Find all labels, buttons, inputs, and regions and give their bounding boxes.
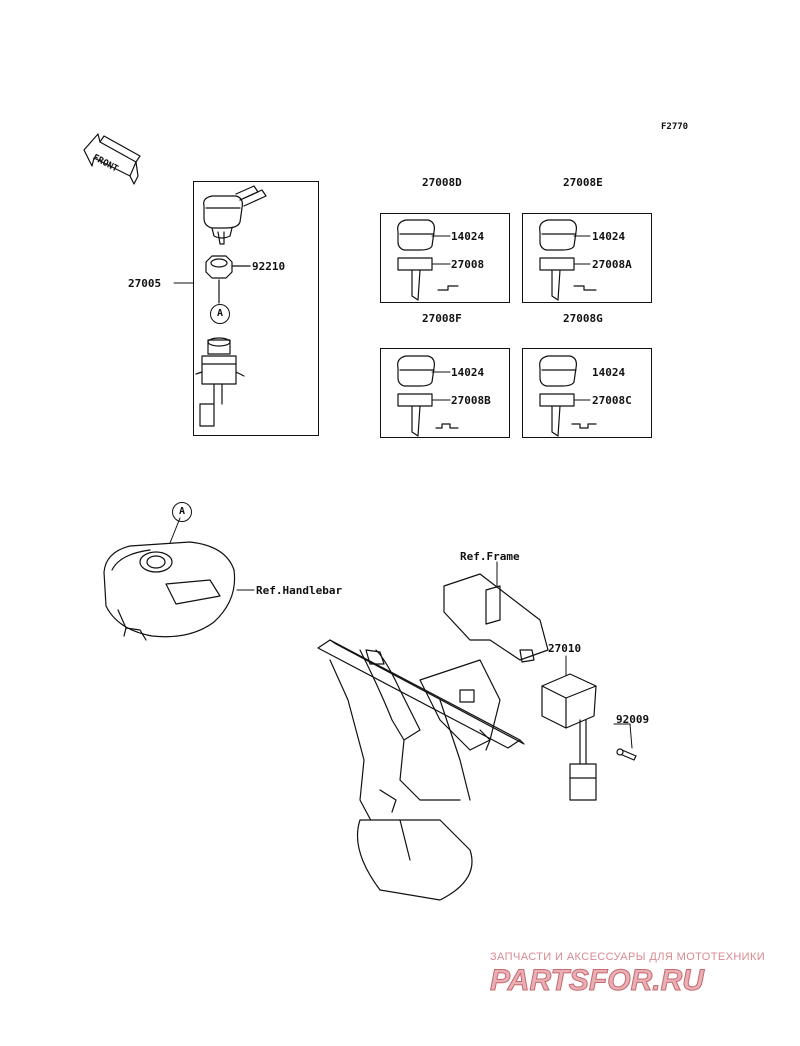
watermark-text: ЗАПЧАСТИ И АКСЕССУАРЫ ДЛЯ МОТОТЕХНИКИ <box>490 951 766 963</box>
key-set-g-top: 14024 <box>592 366 626 379</box>
key-set-f-code: 27008F <box>422 312 462 325</box>
key-set-d-code: 27008D <box>422 176 462 189</box>
callout-a-handlebar: A <box>172 502 192 522</box>
callout-a-letter: A <box>216 308 224 319</box>
key-set-box-g <box>522 348 652 438</box>
key-set-drawings <box>397 219 597 437</box>
key-set-e-bottom: 27008A <box>592 258 632 271</box>
assembly-box <box>193 181 319 436</box>
key-set-d-top: 14024 <box>451 230 485 243</box>
handlebar-cover-icon <box>103 541 236 641</box>
callout-a-switch: A <box>210 304 230 324</box>
ref-frame-label: Ref.Frame <box>460 550 520 563</box>
figure-code: F2770 <box>661 122 689 132</box>
part-92210-label: 92210 <box>252 260 286 273</box>
key-set-box-f <box>380 348 510 438</box>
nut-92210-icon <box>205 255 251 279</box>
key-set-box-e <box>522 213 652 303</box>
part-27010-label: 27010 <box>548 642 582 655</box>
key-set-e-code: 27008E <box>563 176 603 189</box>
key-set-f-bottom: 27008B <box>451 394 491 407</box>
ignition-key-icon <box>203 185 267 245</box>
ignition-switch-body-icon <box>195 337 245 427</box>
key-set-g-code: 27008G <box>563 312 603 325</box>
part-92009-label: 92009 <box>616 713 650 726</box>
frame-icon <box>317 573 549 901</box>
leader-lines <box>163 235 633 749</box>
key-set-f-top: 14024 <box>451 366 485 379</box>
key-set-e-top: 14024 <box>592 230 626 243</box>
part-27005-label: 27005 <box>128 277 162 290</box>
watermark-logo-text: PARTSFOR.RU <box>490 964 705 997</box>
ref-handlebar-label: Ref.Handlebar <box>256 584 343 597</box>
switch-unit-icon <box>541 673 597 801</box>
key-set-box-d <box>380 213 510 303</box>
callout-a-letter: A <box>178 506 186 517</box>
key-set-g-bottom: 27008C <box>592 394 632 407</box>
front-arrow-icon <box>83 133 141 185</box>
watermark-logo: PARTSFOR.RU <box>490 964 706 998</box>
screw-92009-icon <box>616 748 637 761</box>
key-set-d-bottom: 27008 <box>451 258 485 271</box>
